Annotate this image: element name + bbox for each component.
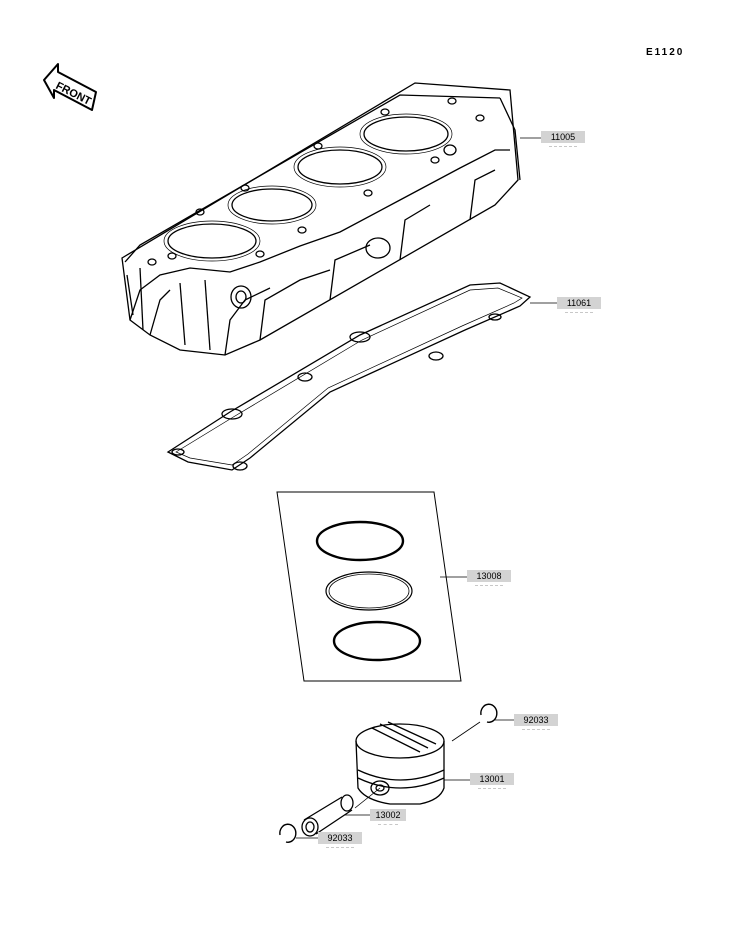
base-gasket	[166, 282, 532, 471]
part-label-piston-pin[interactable]: 13002	[370, 809, 406, 825]
part-label-snap-ring-right[interactable]: 92033	[514, 714, 558, 730]
piston-ring-set	[276, 491, 462, 682]
cylinder-block	[121, 82, 521, 356]
front-arrow-icon: FRONT	[43, 63, 97, 111]
piston	[355, 721, 445, 805]
part-label-cylinder[interactable]: 11005	[541, 131, 585, 147]
piston-pin	[301, 794, 354, 837]
snap-ring-right	[480, 703, 498, 723]
part-label-piston-ring-set[interactable]: 13008	[467, 570, 511, 586]
part-label-snap-ring-left[interactable]: 92033	[318, 832, 362, 848]
part-label-piston[interactable]: 13001	[470, 773, 514, 789]
snap-ring-left	[279, 823, 297, 843]
leader-lines	[296, 137, 557, 839]
page-code: E1120	[646, 47, 685, 58]
part-label-gasket[interactable]: 11061	[557, 297, 601, 313]
